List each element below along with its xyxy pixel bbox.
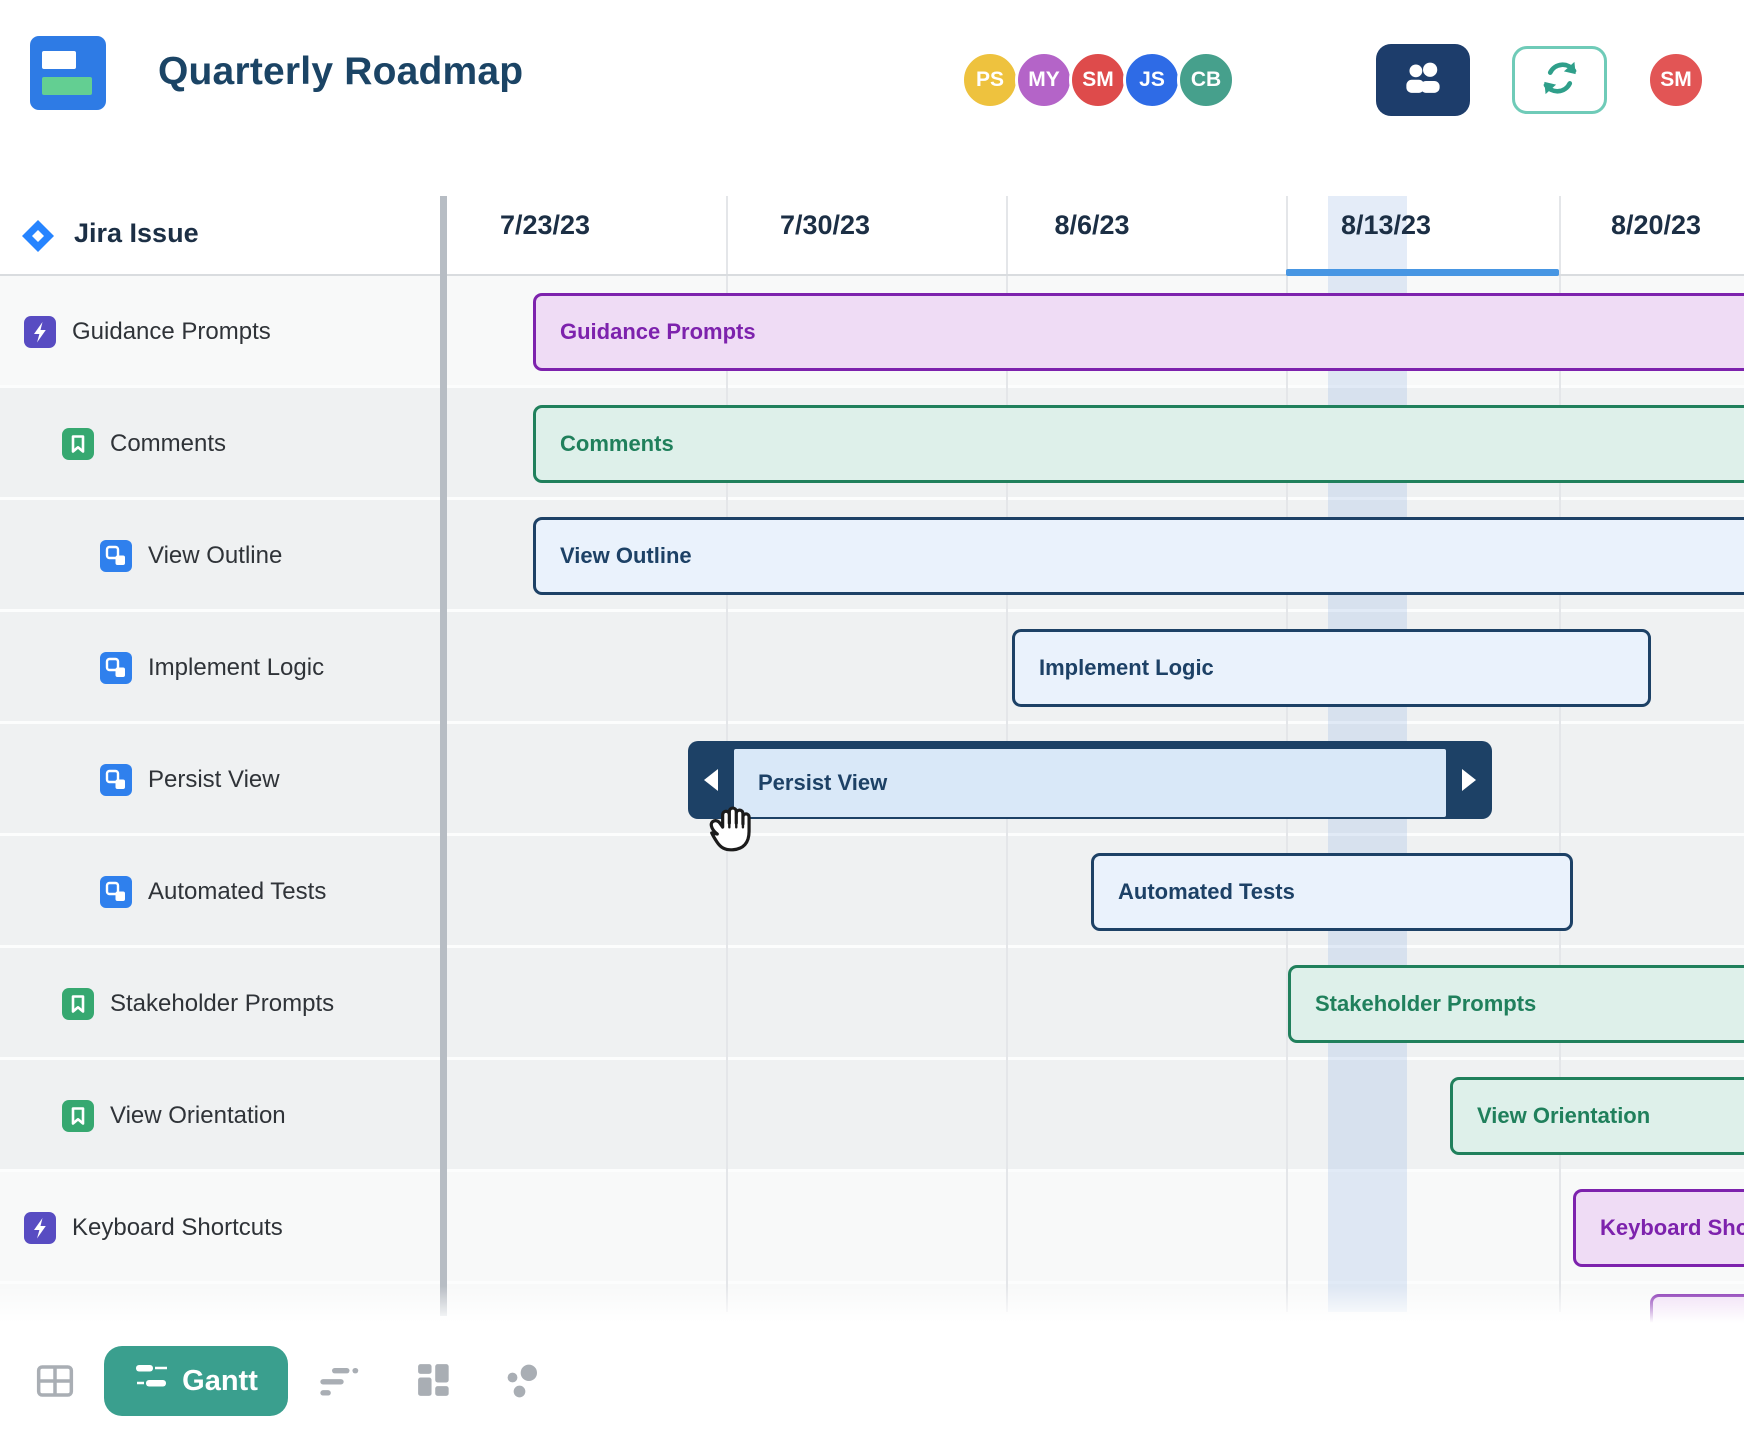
collaborator-avatar-ps[interactable]: PS bbox=[961, 51, 1019, 109]
subtask-icon bbox=[100, 764, 132, 796]
gantt-bar-implement-logic[interactable]: Implement Logic bbox=[1012, 629, 1651, 707]
gantt-bar-comments[interactable]: Comments bbox=[533, 405, 1744, 483]
issue-label: Persist View bbox=[148, 766, 280, 793]
gantt-icon bbox=[134, 1361, 170, 1401]
issue-panel-row-keyboard-shortcuts[interactable]: Keyboard Shortcuts bbox=[0, 1172, 440, 1284]
gantt-bar-label: Automated Tests bbox=[1118, 879, 1295, 904]
date-column-header-8-6-23[interactable]: 8/6/23 bbox=[1054, 210, 1130, 240]
share-members-button[interactable] bbox=[1376, 44, 1470, 116]
story-bookmark-icon bbox=[62, 428, 94, 460]
arrow-right-icon bbox=[1462, 769, 1476, 791]
view-board-button[interactable] bbox=[412, 1358, 456, 1407]
issue-panel-row-automated-tests[interactable]: Automated Tests bbox=[0, 836, 440, 948]
page-title: Quarterly Roadmap bbox=[158, 50, 524, 93]
bar-resize-handle-left[interactable] bbox=[688, 769, 734, 791]
gantt-bar-label: Stakeholder Prompts bbox=[1315, 991, 1537, 1016]
app-logo bbox=[30, 36, 106, 110]
collaborator-avatar-my[interactable]: MY bbox=[1015, 51, 1073, 109]
arrow-left-icon bbox=[704, 769, 718, 791]
gantt-bar-automated-tests[interactable]: Automated Tests bbox=[1091, 853, 1573, 931]
issue-panel-row-view-outline[interactable]: View Outline bbox=[0, 500, 440, 612]
issue-label: Automated Tests bbox=[148, 878, 327, 905]
issue-label: Implement Logic bbox=[148, 654, 325, 681]
issue-label: Guidance Prompts bbox=[72, 318, 271, 345]
issue-label: Comments bbox=[110, 430, 227, 457]
current-user-avatar[interactable]: SM bbox=[1647, 51, 1705, 109]
issue-panel-row-guidance-prompts[interactable]: Guidance Prompts bbox=[0, 276, 440, 388]
subtask-icon bbox=[100, 652, 132, 684]
date-column-header-8-13-23[interactable]: 8/13/23 bbox=[1340, 210, 1432, 240]
grid-header-border bbox=[0, 274, 1744, 276]
issue-label: View Outline bbox=[148, 542, 283, 569]
epic-lightning-icon bbox=[24, 1212, 56, 1244]
timeline-icon bbox=[318, 1368, 360, 1406]
date-column-header-7-30-23[interactable]: 7/30/23 bbox=[779, 210, 871, 240]
gantt-bar-persist-view[interactable]: Persist View bbox=[688, 741, 1492, 819]
refresh-icon bbox=[1538, 56, 1582, 105]
jira-logo-icon bbox=[20, 218, 56, 259]
issue-column-header: Jira Issue bbox=[74, 218, 199, 248]
gantt-bar-stakeholder-prompts[interactable]: Stakeholder Prompts bbox=[1288, 965, 1744, 1043]
app-logo-green-bar bbox=[42, 77, 92, 95]
view-gantt-button[interactable]: Gantt bbox=[104, 1346, 288, 1416]
date-column-header-8-20-23[interactable]: 8/20/23 bbox=[1610, 210, 1702, 240]
subtask-icon bbox=[100, 540, 132, 572]
gantt-bar-label: View Orientation bbox=[1477, 1103, 1651, 1128]
issue-label: Stakeholder Prompts bbox=[110, 990, 335, 1017]
board-icon bbox=[412, 1364, 456, 1406]
gantt-bar-keyboard-shortcuts[interactable]: Keyboard Shortcuts bbox=[1573, 1189, 1744, 1267]
collaborator-avatar-sm[interactable]: SM bbox=[1069, 51, 1127, 109]
grab-hand-cursor bbox=[700, 798, 764, 867]
app-logo-white-bar bbox=[42, 51, 76, 69]
gantt-bar-label: Keyboard Shortcuts bbox=[1600, 1215, 1744, 1240]
gantt-bar-view-orientation[interactable]: View Orientation bbox=[1450, 1077, 1744, 1155]
panel-resize-divider[interactable] bbox=[440, 196, 447, 1316]
dots-icon bbox=[502, 1364, 544, 1406]
issue-label: Keyboard Shortcuts bbox=[72, 1214, 283, 1241]
story-bookmark-icon bbox=[62, 988, 94, 1020]
week-gridline bbox=[1559, 196, 1561, 1312]
view-table-button[interactable] bbox=[34, 1360, 76, 1407]
app-logo-blue-square bbox=[30, 36, 106, 110]
gantt-bar-view-outline[interactable]: View Outline bbox=[533, 517, 1744, 595]
bottom-fade bbox=[0, 1286, 1744, 1332]
view-dots-button[interactable] bbox=[502, 1360, 544, 1407]
subtask-icon bbox=[100, 876, 132, 908]
gantt-bar-label: Comments bbox=[560, 431, 674, 456]
table-icon bbox=[34, 1365, 76, 1406]
selected-week-underline bbox=[1286, 269, 1559, 276]
epic-lightning-icon bbox=[24, 316, 56, 348]
row-stripe bbox=[0, 1172, 1744, 1284]
gantt-bar-label: View Outline bbox=[560, 543, 692, 568]
gantt-bar-label: Implement Logic bbox=[1039, 655, 1214, 680]
date-column-header-7-23-23[interactable]: 7/23/23 bbox=[499, 210, 591, 240]
view-timeline-button[interactable] bbox=[318, 1362, 360, 1407]
footer-background bbox=[0, 1330, 1744, 1430]
issue-panel-row-comments[interactable]: Comments bbox=[0, 388, 440, 500]
collaborator-avatar-cb[interactable]: CB bbox=[1177, 51, 1235, 109]
issue-panel-row-stakeholder-prompts[interactable]: Stakeholder Prompts bbox=[0, 948, 440, 1060]
issue-panel-row-persist-view[interactable]: Persist View bbox=[0, 724, 440, 836]
story-bookmark-icon bbox=[62, 1100, 94, 1132]
issue-panel-row-implement-logic[interactable]: Implement Logic bbox=[0, 612, 440, 724]
people-icon bbox=[1400, 59, 1446, 102]
gantt-bar-guidance-prompts[interactable]: Guidance Prompts bbox=[533, 293, 1744, 371]
issue-label: View Orientation bbox=[110, 1102, 286, 1129]
gantt-view-label: Gantt bbox=[182, 1364, 258, 1397]
gantt-bar-label: Guidance Prompts bbox=[560, 319, 756, 344]
bar-resize-handle-right[interactable] bbox=[1446, 769, 1492, 791]
collaborator-avatar-js[interactable]: JS bbox=[1123, 51, 1181, 109]
issue-panel-row-view-orientation[interactable]: View Orientation bbox=[0, 1060, 440, 1172]
sync-refresh-button[interactable] bbox=[1512, 46, 1607, 114]
